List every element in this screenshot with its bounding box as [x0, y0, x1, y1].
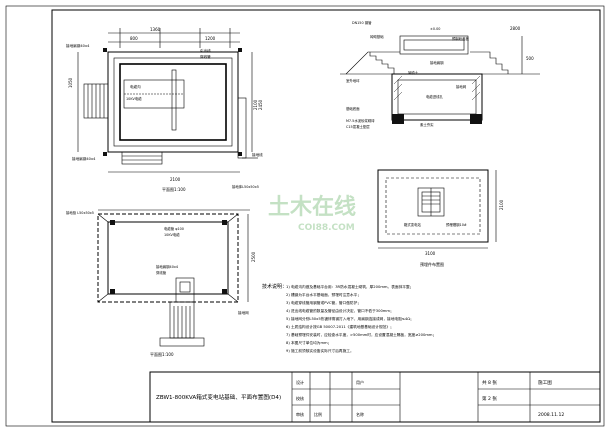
plan-label: 箱式变电站 [404, 222, 422, 227]
title-cell: 比例 [314, 411, 322, 417]
plan-label: 接地扁钢40x4 [66, 43, 90, 48]
section-label: DN150 钢管 [352, 20, 372, 25]
watermark-url: COI88.COM [298, 223, 355, 233]
plan-label: 接地扁钢40x4 [72, 156, 96, 161]
note-line: 9) 施工前须核实设备实际尺寸后再施工。 [286, 348, 354, 353]
section-label: 预制砼盖板 [452, 36, 470, 41]
drawing-title: ZBW1-800KVA箱式变电站基础、平面布置图(D4) [156, 393, 281, 401]
section-label: 电缆进线孔 [426, 94, 444, 99]
bottom-left-plan: 接地极 L50x50x5 电缆管 φ100 10KV电缆 接地扁钢40x4 穿线… [66, 209, 256, 357]
plan-label: 电缆管 φ100 [164, 226, 184, 231]
watermark-brand: 土木在线 [268, 194, 356, 220]
section-label: C15混凝土垫层 [346, 124, 370, 129]
dim-text: 3100 [425, 251, 436, 256]
plan-label: 10KV电缆 [164, 232, 180, 237]
plan-title: 平面图1:100 [150, 351, 174, 357]
plan-label: 接地网 [238, 310, 249, 315]
dim-text: 2500 [251, 251, 256, 262]
plan-label: 电缆沟 [130, 84, 141, 89]
dim-text: 1050 [68, 77, 73, 88]
title-block: ZBW1-800KVA箱式变电站基础、平面布置图(D4) 设计 校核 审核 用户… [149, 371, 601, 423]
middle-right-plan: 3100 2100 箱式变电站 预埋槽钢10# 预埋件布置图 [377, 169, 504, 267]
section-label: 回填土 [408, 70, 419, 75]
section-label: M7.5水泥砂浆砌砖 [346, 118, 375, 123]
note-line: 7) 基础预埋件安装时，应检查水平度，>500mm时，应设置混凝土隔板，宽度≥2… [286, 332, 436, 337]
plan-label: 接地线 [252, 152, 263, 157]
note-line: 2) 槽钢为平台水平基础面，预埋时注意水平； [286, 292, 361, 297]
top-left-plan: 1360 800 1200 1050 2100 [66, 27, 263, 192]
dim-text: 1200 [205, 36, 216, 41]
plan-title: 预埋件布置图 [420, 261, 444, 267]
section-label: 砖砌基础 [370, 34, 384, 39]
dim-text: 800 [130, 36, 138, 41]
top-right-section: 2800 500 DN150 钢管 砖砌基础 室外地坪 基础底面 接地网 电缆进… [340, 20, 540, 129]
plan-label: 接地体L50x50x5 [232, 184, 259, 189]
section-label: 室外地坪 [346, 78, 360, 83]
section-label: 接地网 [456, 84, 467, 89]
note-line: 6) 土质结构设计按GB 50007-2011《建筑地基基础设计规范》； [286, 324, 394, 329]
tech-notes: 技术说明： 1) 电缆沟内做及基础平台用：3R防水混凝土砌筑，厚200mm。表面… [262, 283, 436, 353]
section-label: 基础底面 [346, 106, 360, 111]
note-line: 1) 电缆沟内做及基础平台用：3R防水混凝土砌筑，厚200mm。表面抹平整； [286, 284, 413, 289]
plan-label: 接地极 L50x50x5 [66, 210, 94, 215]
dim-text: 2100 [499, 199, 504, 210]
title-cell: 名称 [356, 411, 364, 417]
watermark: 土木在线 COI88.COM [268, 194, 356, 233]
section-label: 接地扁钢 [430, 60, 444, 65]
dim-text: 1360 [150, 27, 161, 32]
title-cell: 审核 [296, 411, 304, 417]
title-cell: 校核 [296, 395, 304, 401]
dim-text: 500 [526, 56, 534, 61]
dim-text: 2100 [253, 99, 258, 110]
drawing-type: 施工图 [538, 379, 552, 386]
plan-label: 10KV电缆 [126, 96, 142, 101]
plan-label: 预埋槽钢10# [446, 222, 467, 227]
plan-label: 引出线 [200, 48, 211, 53]
title-cell: 设计 [296, 379, 304, 385]
plan-title: 平面图1:100 [162, 186, 186, 192]
note-line: 8) 本图尺寸单位均为mm； [286, 340, 331, 345]
dim-text: 2450 [258, 99, 263, 110]
section-label: ±0.00 [430, 27, 440, 31]
section-label: 素土夯实 [420, 122, 434, 127]
total-sheets: 共 8 张 [482, 379, 497, 386]
plan-label: 接地扁钢40x4 [156, 264, 178, 269]
dim-text: 2800 [510, 26, 521, 31]
notes-title: 技术说明： [262, 283, 287, 290]
note-line: 3) 电缆穿线管用钢管或PVC管，管口做防护； [286, 300, 361, 305]
sheet-number: 第 2 张 [482, 395, 497, 402]
outer-border [5, 5, 605, 427]
drawing-date: 2008.11.12 [538, 412, 564, 418]
plan-label: 穿线管 [200, 54, 211, 59]
dim-text: 2100 [170, 177, 181, 182]
title-cell: 用户 [356, 379, 364, 385]
note-line: 5) 接地网分别L50x5热镀锌角钢打入地下，用扁钢连接成网，接地电阻≤4Ω； [286, 316, 414, 321]
plan-label: 穿线管 [156, 270, 167, 275]
note-line: 4) 进出线电缆管的数量及管径由设计决定，管口不低于300mm； [286, 308, 394, 313]
